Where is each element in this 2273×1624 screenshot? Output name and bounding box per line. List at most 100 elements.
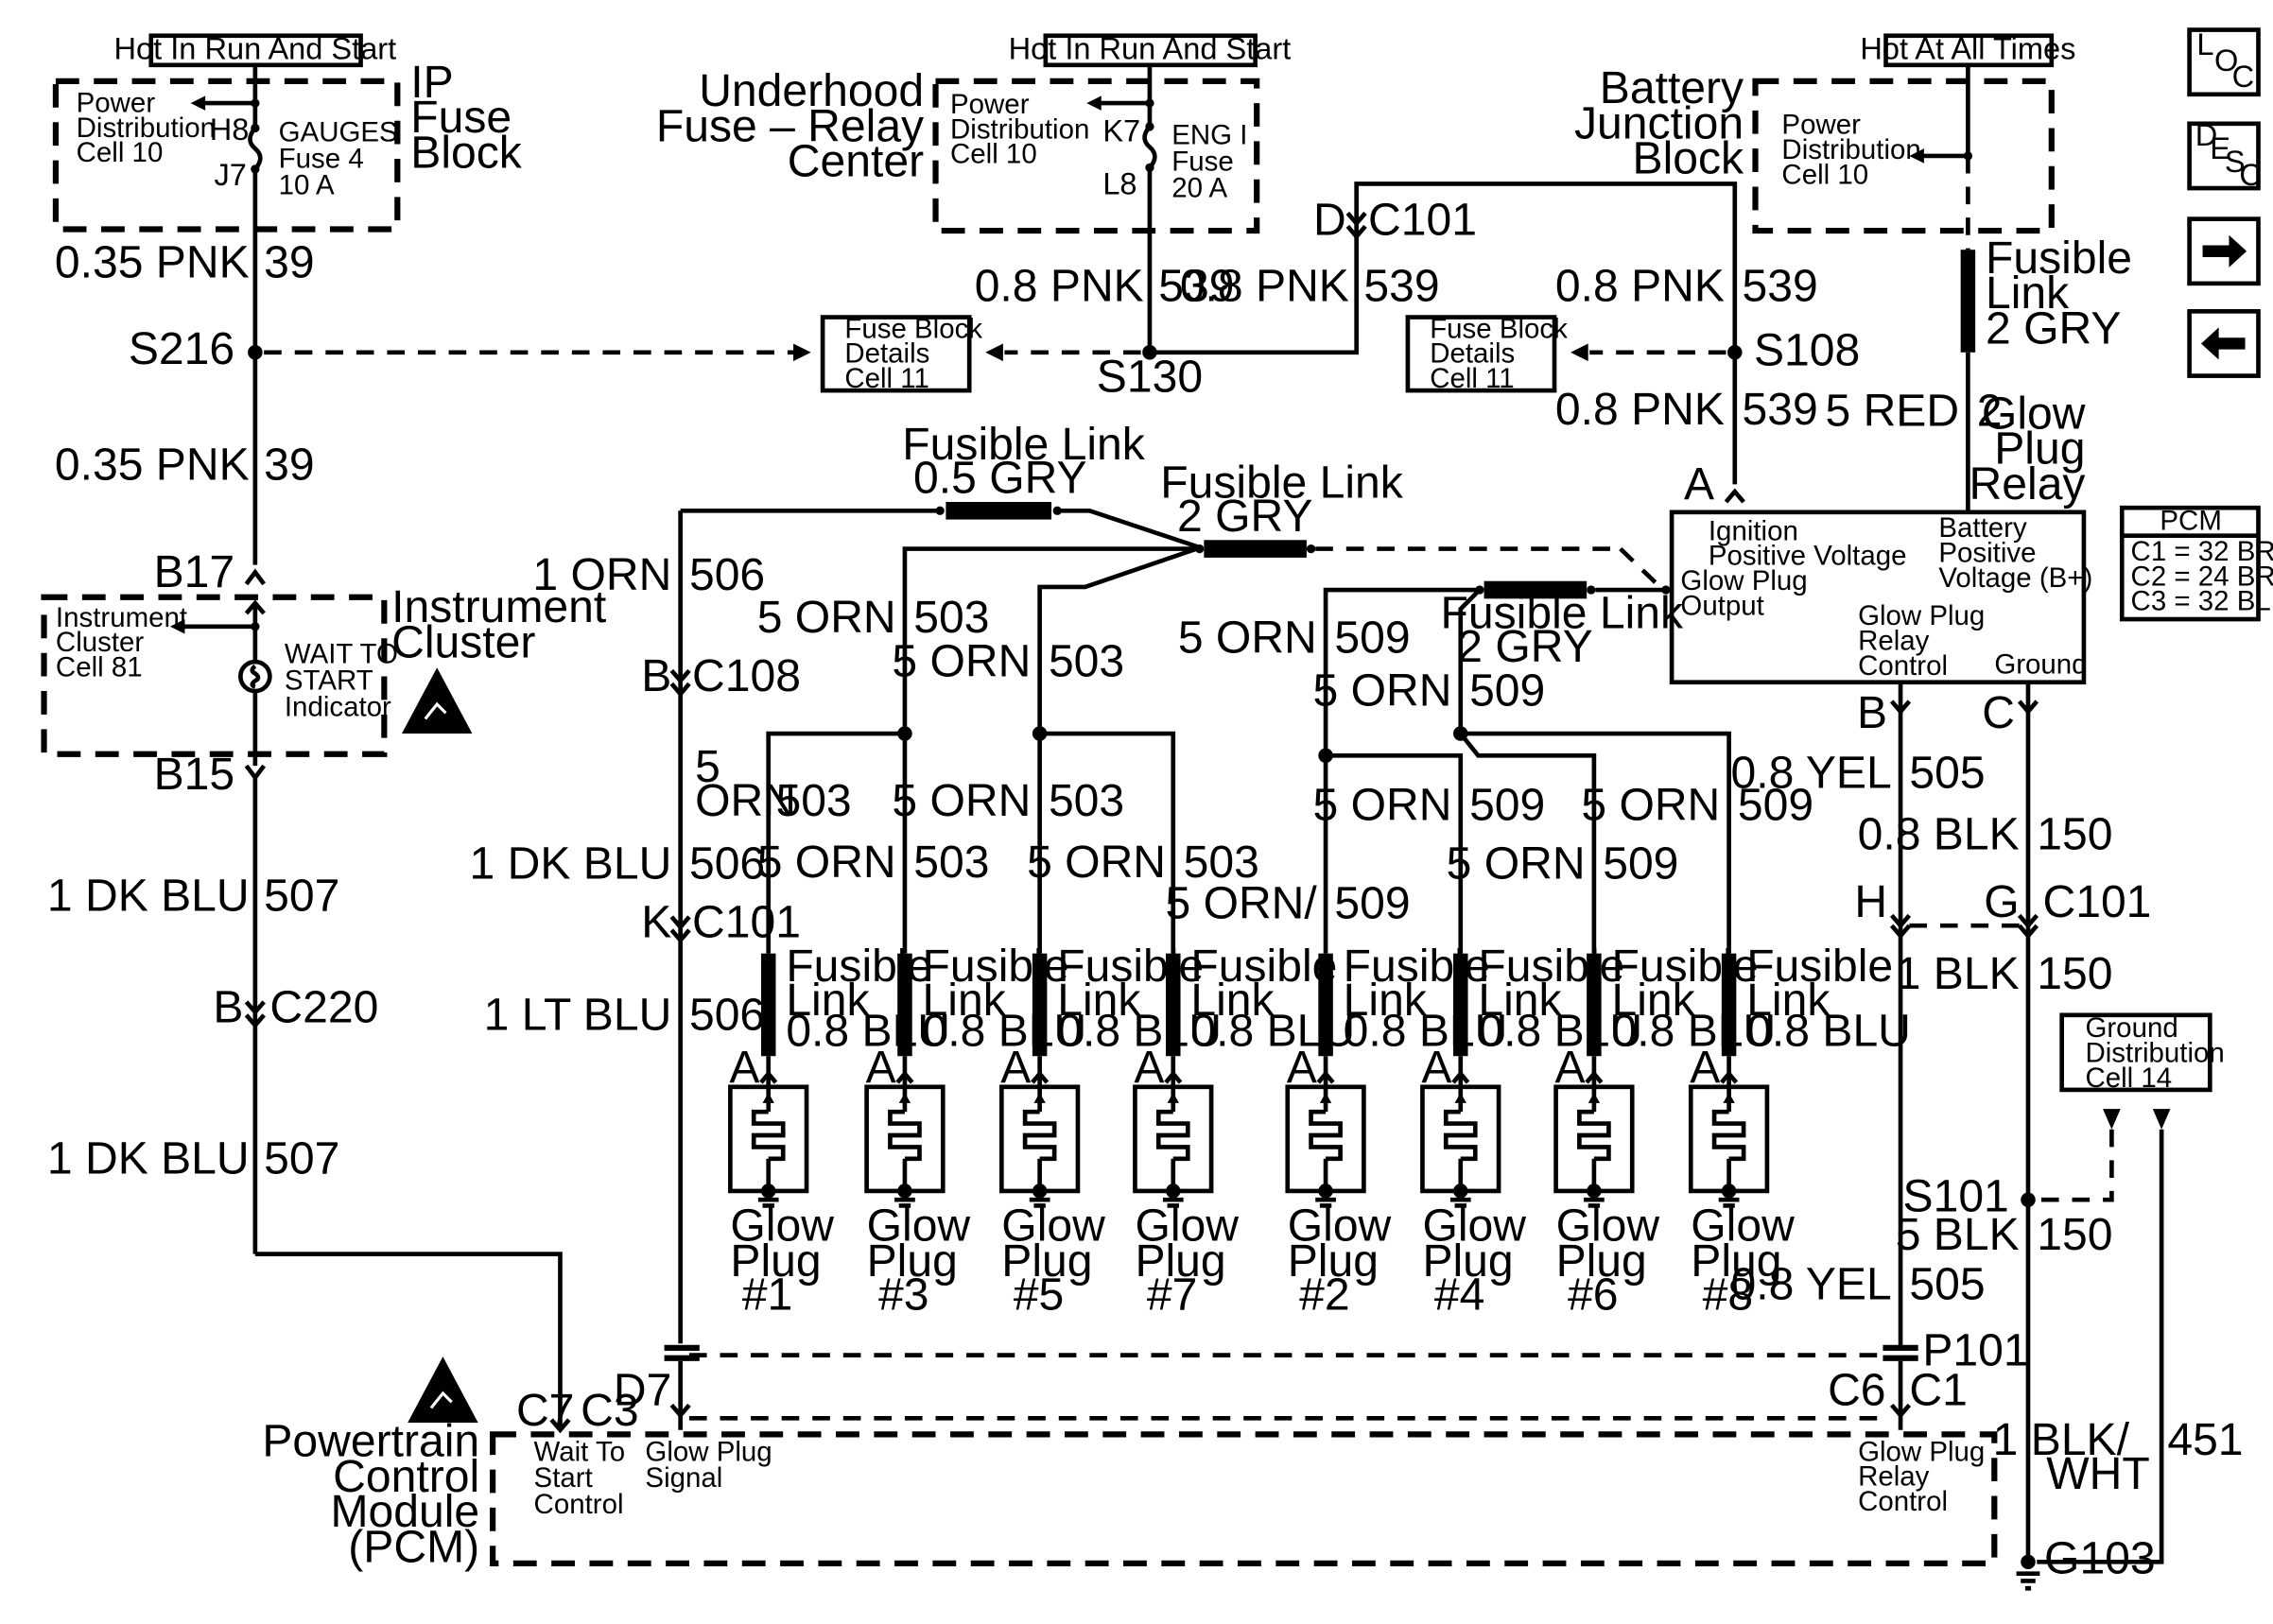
pcm-gprc-1: Glow Plug — [1858, 1436, 1985, 1467]
glow-plug-label-a: Glow — [1691, 1201, 1795, 1252]
o503f-label-a: 5 ORN — [1027, 837, 1166, 888]
fbd-a-line-3: Cell 11 — [844, 363, 929, 394]
connector-c101-right: C101 — [2042, 876, 2151, 927]
o503c-label-a: 5 — [695, 741, 720, 792]
fuse-block-details-link-a[interactable] — [820, 315, 972, 393]
glow-plug-element-icon — [1443, 1109, 1478, 1162]
uh-hot-header-box — [1043, 33, 1258, 68]
pcm-legend-box — [2119, 505, 2261, 622]
glow-plug-label-b: Plug — [730, 1235, 821, 1287]
fusible-link-label-c: 0.8 BLU — [1612, 1005, 1777, 1056]
relay-pin-a: A — [1684, 458, 1714, 510]
glow-plug-label-a: Glow — [1288, 1201, 1392, 1252]
splice-s108 — [1727, 345, 1743, 360]
relay-label-ground: Ground — [1994, 648, 2087, 680]
glow-plug-element-icon — [888, 1109, 922, 1162]
wire-label-bj1-b: 539 — [1743, 260, 1818, 311]
wire-label-uh-b: 539 — [1158, 260, 1234, 311]
glow-plug-number: #8 — [1703, 1270, 1753, 1321]
wire-red-label-a: 5 RED — [1825, 385, 1959, 436]
bjb-power-dist-2: Distribution — [1781, 134, 1920, 165]
blk150c-label-b: 150 — [2037, 1209, 2112, 1260]
ip-pin-h8: H8 — [210, 112, 250, 147]
splice-s216 — [248, 345, 263, 360]
pcm-legend-row-2: C2 = 24 BRN — [2131, 561, 2273, 592]
wire-label-39-b: 39 — [264, 440, 314, 491]
fusible-link-label-c: 0.8 BLU — [1344, 1005, 1508, 1056]
uh-power-dist-2: Distribution — [950, 113, 1089, 145]
uh-fuse-name: ENG I — [1171, 120, 1247, 151]
forward-button[interactable] — [2187, 216, 2261, 286]
k-c101-pin: K — [641, 897, 671, 948]
fusible-link-blu — [1032, 953, 1048, 1057]
gd-arrow-a-icon — [2103, 1109, 2121, 1130]
back-button[interactable] — [2187, 309, 2261, 378]
fusible-link-label-a: Fusible — [1190, 941, 1337, 992]
relay-label-ign-1: Ignition — [1709, 515, 1798, 546]
glow-plug-label-a: Glow — [1135, 1201, 1239, 1252]
glow-plug-label-a: Glow — [1556, 1201, 1660, 1252]
glow-plug-element-icon — [1309, 1109, 1343, 1162]
o509e-label-a: 5 ORN/ — [1165, 877, 1317, 928]
pcm-box — [490, 1431, 1998, 1566]
fuse-block-details-link-b[interactable] — [1405, 315, 1557, 393]
pcm-title-3: Module — [330, 1486, 479, 1537]
gd-label-3: Cell 14 — [2085, 1063, 2172, 1094]
uh-pin-l8: L8 — [1102, 166, 1136, 200]
pcm-wts-1: Wait To — [534, 1436, 626, 1467]
fusible-link-blu — [1453, 953, 1468, 1057]
fusible-link-label-c: 0.8 BLU — [786, 1005, 950, 1056]
fusible-link-label-b: Link — [1057, 975, 1141, 1026]
glow-plug-ground-icon — [1315, 1197, 1336, 1208]
relay-label-bat-1: Battery — [1938, 512, 2027, 544]
glow-plug-label-a: Glow — [1001, 1201, 1105, 1252]
pcm-legend-row-3: C3 = 32 BLU — [2131, 586, 2273, 617]
desc-letter-d: D — [2195, 118, 2218, 152]
yel505-label-b: 505 — [1909, 747, 1985, 798]
glow-plug-number: #5 — [1014, 1270, 1064, 1321]
fusible-link-blu — [1166, 953, 1181, 1057]
connector-b15: B15 — [154, 749, 235, 800]
fl-relay-label-c: 2 GRY — [1986, 302, 2121, 354]
s108-label: S108 — [1754, 325, 1860, 376]
fusible-link-label-b: Link — [1478, 975, 1562, 1026]
uh-pin-k7: K7 — [1102, 113, 1140, 147]
bjb-title-1: Battery — [1600, 62, 1744, 113]
relay-title-3: Relay — [1969, 458, 2086, 510]
fusible-link-label-b: Link — [1746, 975, 1831, 1026]
s108-arrow-icon — [1570, 343, 1588, 362]
o503e-label-b: 503 — [1049, 775, 1124, 826]
fusible-link-label-a: Fusible — [1746, 941, 1893, 992]
arrow-right-icon — [2202, 234, 2247, 268]
s130-label: S130 — [1097, 352, 1203, 403]
bjb-power-dist-1: Power — [1781, 110, 1861, 141]
glow-plug-pin: A — [1000, 1042, 1031, 1093]
o503f-label-b: 503 — [1184, 837, 1259, 888]
loc-letter-c: C — [2232, 60, 2255, 94]
blkwht-label-b: WHT — [2046, 1448, 2149, 1499]
glow-plug-label-a: Glow — [867, 1201, 971, 1252]
fl2b-label-a: Fusible Link — [1441, 587, 1685, 638]
relay-title-1: Glow — [1982, 388, 2086, 439]
ip-power-dist-2: Distribution — [77, 112, 216, 144]
fusible-link-2gry-relay — [1960, 250, 1976, 353]
ip-hot-header: Hot In Run And Start — [114, 32, 397, 66]
s130-arrow-icon — [985, 343, 1003, 362]
ground-distribution-link[interactable] — [2059, 1012, 2212, 1093]
glow-plug-pin: A — [1690, 1042, 1720, 1093]
loc-letter-l: L — [2196, 27, 2213, 61]
fusible-link-label-b: Link — [1612, 975, 1696, 1026]
battery-junction-block-box — [1752, 78, 2055, 234]
glow-plug-element-icon — [1711, 1109, 1746, 1162]
desc-button[interactable]: D E S C — [2187, 118, 2262, 192]
ground-g103 — [2021, 1554, 2036, 1570]
glow-plug-relay-box — [1669, 510, 2087, 685]
s216-label: S216 — [129, 323, 234, 374]
pcm-gprc-2: Relay — [1858, 1461, 1930, 1493]
loc-button[interactable]: L O C — [2187, 27, 2261, 97]
c101r-pin-g: G — [1984, 876, 2019, 927]
